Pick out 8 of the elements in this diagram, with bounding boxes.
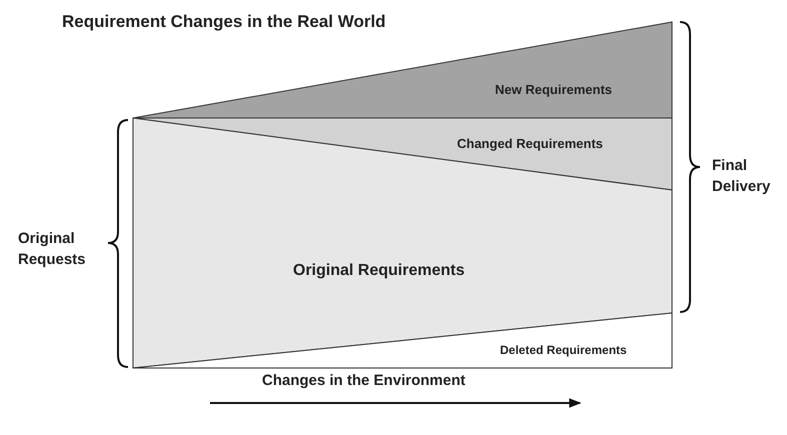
- region-label: Original Requirements: [293, 262, 465, 280]
- axis-label: Changes in the Environment: [262, 372, 466, 389]
- region-label: Deleted Requirements: [500, 343, 627, 357]
- region-label: Changed Requirements: [457, 136, 603, 151]
- brace-label: Final Delivery: [712, 156, 772, 197]
- diagram-title: Requirement Changes in the Real World: [62, 12, 386, 32]
- brace-label: Original Requests: [18, 229, 87, 270]
- region-label: New Requirements: [495, 82, 612, 97]
